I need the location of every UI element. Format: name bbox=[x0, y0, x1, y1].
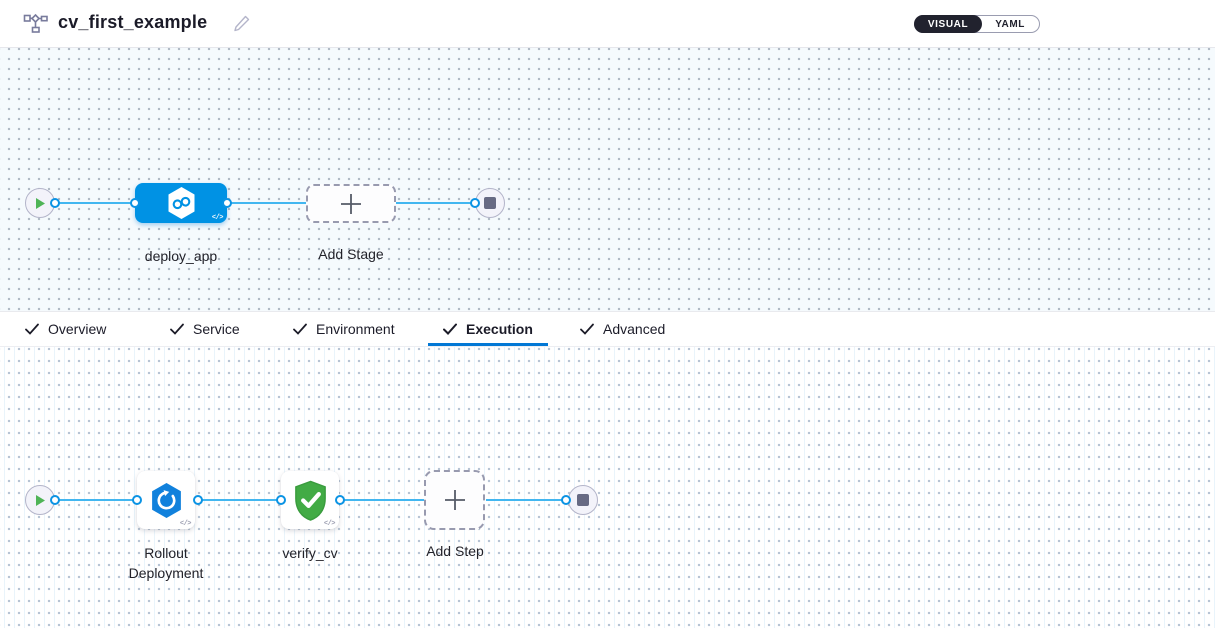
check-icon bbox=[580, 323, 594, 335]
connector-dot bbox=[276, 495, 286, 505]
connector-dot bbox=[470, 198, 480, 208]
play-icon bbox=[35, 494, 45, 506]
connector-dot bbox=[50, 495, 60, 505]
tab-label: Environment bbox=[316, 321, 395, 337]
connector-dot bbox=[561, 495, 571, 505]
tab-execution[interactable]: Execution bbox=[428, 312, 548, 346]
pipeline-graph-icon bbox=[23, 13, 48, 39]
add-step-button[interactable] bbox=[424, 470, 485, 530]
stop-icon bbox=[577, 494, 589, 506]
stage-label: deploy_app bbox=[144, 248, 218, 264]
check-icon bbox=[293, 323, 307, 335]
stage-node-deploy-app[interactable]: </> bbox=[135, 183, 227, 223]
check-icon bbox=[443, 323, 457, 335]
add-stage-label: Add Stage bbox=[318, 246, 384, 262]
tab-advanced[interactable]: Advanced bbox=[565, 312, 680, 346]
cd-stage-hexagon-infinity-icon bbox=[168, 187, 194, 219]
connector-dot bbox=[193, 495, 203, 505]
rollout-deployment-icon bbox=[151, 482, 181, 518]
plus-icon bbox=[444, 490, 465, 510]
step-label: verify_cv bbox=[282, 545, 338, 561]
step-label: Rollout Deployment bbox=[128, 545, 204, 581]
tab-overview[interactable]: Overview bbox=[10, 312, 121, 346]
page-title: cv_first_example bbox=[58, 12, 208, 32]
play-icon bbox=[35, 197, 45, 209]
tab-label: Service bbox=[193, 321, 240, 337]
edge-start-to-rollout bbox=[55, 499, 137, 501]
verify-shield-check-icon bbox=[294, 480, 326, 521]
tab-service[interactable]: Service bbox=[155, 312, 255, 346]
check-icon bbox=[25, 323, 39, 335]
connector-dot bbox=[132, 495, 142, 505]
visual-yaml-toggle: VISUAL YAML bbox=[913, 15, 1040, 33]
code-toggle-icon: </> bbox=[211, 214, 224, 222]
execution-canvas[interactable]: </> </> Rollout Deployment ve bbox=[0, 347, 1215, 628]
toggle-yaml[interactable]: YAML bbox=[995, 18, 1025, 30]
connector-dot bbox=[222, 198, 232, 208]
edge-start-to-stage bbox=[55, 202, 135, 204]
tab-label: Execution bbox=[466, 321, 533, 337]
connector-dot bbox=[130, 198, 140, 208]
stage-canvas[interactable]: </> deploy_app Add Stage bbox=[0, 48, 1215, 311]
code-toggle-icon: </> bbox=[179, 520, 192, 528]
code-toggle-icon: </> bbox=[323, 520, 336, 528]
edge-addstep-to-end bbox=[486, 499, 566, 501]
connector-dot bbox=[50, 198, 60, 208]
edge-stage-to-addstage bbox=[227, 202, 306, 204]
execution-end-node bbox=[568, 485, 598, 515]
tab-environment[interactable]: Environment bbox=[278, 312, 410, 346]
pipeline-header: cv_first_example VISUAL YAML bbox=[0, 0, 1215, 48]
add-stage-button[interactable] bbox=[306, 184, 396, 223]
stage-config-tabs: Overview Service Environment Execution A… bbox=[0, 311, 1215, 347]
add-step-label: Add Step bbox=[426, 543, 484, 559]
stop-icon bbox=[484, 197, 496, 209]
edit-pencil-icon[interactable] bbox=[233, 14, 251, 38]
check-icon bbox=[170, 323, 184, 335]
tab-label: Overview bbox=[48, 321, 107, 337]
step-node-rollout-deployment[interactable]: </> bbox=[137, 471, 195, 529]
plus-icon bbox=[341, 193, 361, 214]
edge-addstage-to-end bbox=[396, 202, 475, 204]
edge-rollout-to-verify bbox=[198, 499, 281, 501]
toggle-visual[interactable]: VISUAL bbox=[913, 15, 983, 33]
step-node-verify-cv[interactable]: </> bbox=[281, 471, 339, 529]
tab-label: Advanced bbox=[603, 321, 666, 337]
edge-verify-to-addstep bbox=[340, 499, 424, 501]
connector-dot bbox=[335, 495, 345, 505]
